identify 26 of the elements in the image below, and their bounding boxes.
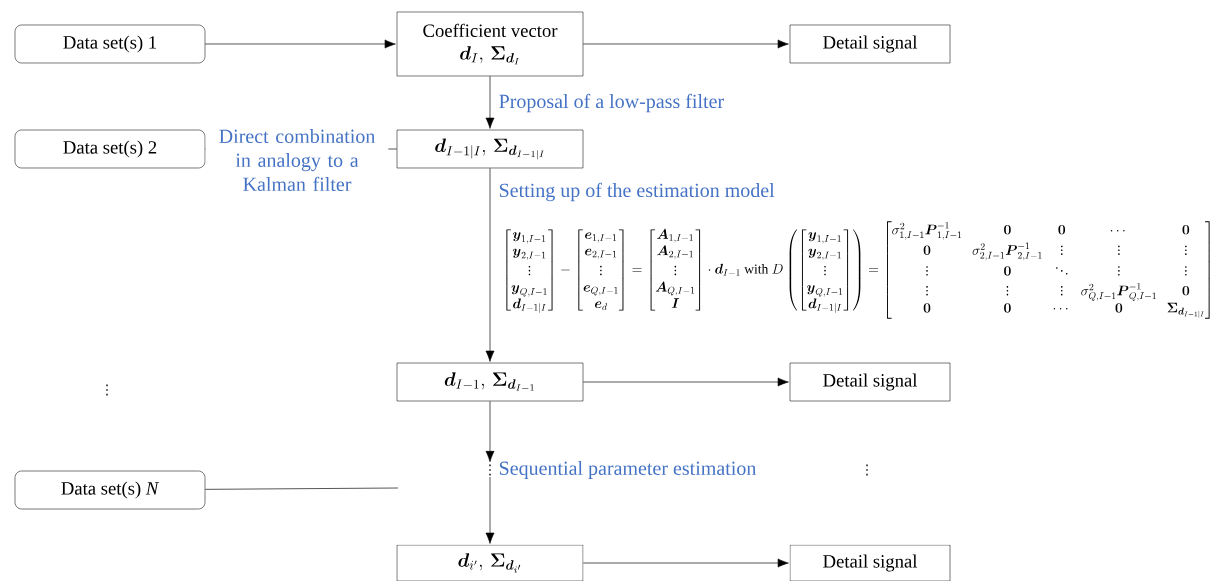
- input-box: Data set(s) 2: [14, 129, 206, 169]
- edge-label: Proposal of a low-pass filter: [497, 92, 726, 114]
- input-box: Data set(s) 1: [14, 24, 206, 64]
- arrow: [204, 39, 396, 49]
- arrow: [485, 167, 495, 362]
- edge-label: Setting up of the estimation model: [497, 181, 776, 203]
- ellipsis: ⋮: [489, 464, 491, 476]
- arrow: [485, 400, 495, 463]
- process-box: $\boldsymbol{d}_{I-1},\, \boldsymbol{\Sigma}_{\boldsymbol{d}_{I-1}}$: [396, 362, 584, 402]
- process-box: $\boldsymbol{d}_{I-1|I},\, \boldsymbol{\Sigma}_{\boldsymbol{d}_{I-1|I}}$: [396, 129, 584, 169]
- output-box: Detail signal: [789, 544, 951, 581]
- process-box: $\boldsymbol{d}_{i'},\, \boldsymbol{\Sigma}_{\boldsymbol{d}_{i'}}$: [396, 544, 584, 581]
- equation: $\begin{bmatrix}\boldsymbol{y}_{1,I-1}\\ \boldsymbol{y}_{2,I-1}\\ \vdots\\ \boldsymbol{y}_{Q,I-1}\\ \boldsymbol{d}_{I-1|I}\end{bmatrix} - \begin{bmatrix}\boldsymbol{e}_{1,I-1}\\ \boldsymbol{e}_{2,I-1}\\ \vdots\\ \boldsymbol{e}_{Q,I-1}\\ \boldsymbol{e}_d\end{bmatrix} = \begin{bmatrix}\boldsymbol{A}_{1,I-1}\\ \boldsymbol{A}_{2,I-1}\\ \vdots\\ \boldsymbol{A}_{Q,I-1}\\ \boldsymbol{I}\end{bmatrix}\cdot \boldsymbol{d}_{I-1}\ \text{with}\ D\left(\begin{bmatrix}\boldsymbol{y}_{1,I-1}\\ \boldsymbol{y}_{2,I-1}\\ \vdots\\ \boldsymbol{y}_{Q,I-1}\\ \boldsymbol{d}_{I-1|I}\end{bmatrix}\right) = \begin{bmatrix}\sigma^2_{1,I-1}\boldsymbol{P}^{-1}_{1,I-1} & \boldsymbol{0} & \boldsymbol{0} & \cdots & \boldsymbol{0}\\ \boldsymbol{0} & \sigma^2_{2,I-1}\boldsymbol{P}^{-1}_{2,I-1} & \vdots & \vdots & \vdots\\ \vdots & \boldsymbol{0} & \ddots & \vdots & \vdots\\ \vdots & \vdots & \vdots & \sigma^2_{Q,I-1}\boldsymbol{P}^{-1}_{Q,I-1} & \boldsymbol{0}\\ \boldsymbol{0} & \boldsymbol{0} & \cdots & \boldsymbol{0} & \boldsymbol{\Sigma}_{\boldsymbol{d}_{I-1|I}}\end{bmatrix}$: [506, 221, 1210, 319]
- ellipsis: ⋮: [866, 464, 868, 476]
- step-label: Sequential parameter estimation: [499, 460, 757, 480]
- arrow: [582, 39, 789, 49]
- input-box: Data set(s) N: [14, 470, 206, 510]
- connector-line: [204, 487, 399, 490]
- ellipsis: ⋮: [106, 384, 108, 396]
- arrow: [582, 558, 789, 568]
- output-box: Detail signal: [789, 24, 951, 64]
- output-box: Detail signal: [789, 362, 951, 402]
- arrow: [485, 476, 495, 544]
- arrow: [485, 75, 495, 129]
- arrow: [582, 377, 789, 387]
- process-box: Coefficient vector $\boldsymbol{d}_I,\, \boldsymbol{\Sigma}_{\boldsymbol{d}_I}$: [396, 11, 584, 77]
